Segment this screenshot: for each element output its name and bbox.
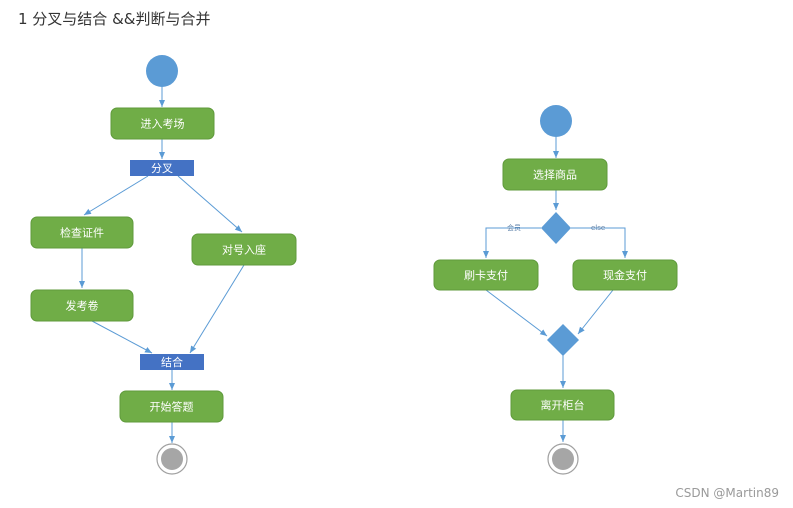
activity-card-payment: 刷卡支付 xyxy=(433,259,539,291)
activity-label: 进入考场 xyxy=(141,117,185,131)
activity-label: 选择商品 xyxy=(533,168,577,182)
edge-handout-to-join xyxy=(91,320,153,354)
activity-label: 检查证件 xyxy=(60,226,104,240)
fork-bar: 分叉 xyxy=(130,160,194,176)
activity-leave-counter: 离开柜台 xyxy=(510,389,615,421)
page-title: 1 分叉与结合 &&判断与合并 xyxy=(18,10,211,28)
edge-fork-to-check xyxy=(83,175,149,216)
activity-seat: 对号入座 xyxy=(191,233,297,266)
fork-join-diagram: 进入考场 分叉 检查证件 对号入座 发考卷 结合 开 xyxy=(30,55,297,475)
activity-hand-out: 发考卷 xyxy=(30,289,134,322)
activity-enter: 进入考场 xyxy=(110,107,215,140)
activity-label: 现金支付 xyxy=(603,268,647,282)
guard-else: else xyxy=(591,224,605,232)
initial-node xyxy=(146,55,178,87)
decision-merge-diagram: 选择商品 会员 else 刷卡支付 现金支付 离开柜台 xyxy=(433,105,678,475)
activity-label: 开始答题 xyxy=(150,400,194,414)
join-bar: 结合 xyxy=(140,354,204,370)
edge-decision-to-cash xyxy=(571,227,628,258)
edge-fork-to-seat xyxy=(177,175,243,233)
merge-node xyxy=(547,324,579,356)
fork-label: 分叉 xyxy=(151,162,173,175)
activity-check: 检查证件 xyxy=(30,216,134,249)
edge-decision-to-card xyxy=(483,227,541,258)
activity-label: 刷卡支付 xyxy=(464,269,508,282)
edge-card-to-merge xyxy=(485,289,548,337)
activity-start-answer: 开始答题 xyxy=(119,390,224,423)
watermark: CSDN @Martin89 xyxy=(675,486,779,500)
join-label: 结合 xyxy=(161,355,183,369)
decision-node xyxy=(541,212,571,244)
final-node xyxy=(547,443,579,475)
edge-cash-to-merge xyxy=(577,289,614,335)
activity-cash-payment: 现金支付 xyxy=(572,259,678,291)
activity-label: 对号入座 xyxy=(222,243,266,257)
initial-node xyxy=(540,105,572,137)
activity-select-goods: 选择商品 xyxy=(502,158,608,191)
guard-member: 会员 xyxy=(507,223,521,232)
activity-label: 发考卷 xyxy=(66,299,99,313)
edge-seat-to-join xyxy=(189,264,245,354)
final-node xyxy=(156,443,188,475)
activity-label: 离开柜台 xyxy=(541,398,585,412)
